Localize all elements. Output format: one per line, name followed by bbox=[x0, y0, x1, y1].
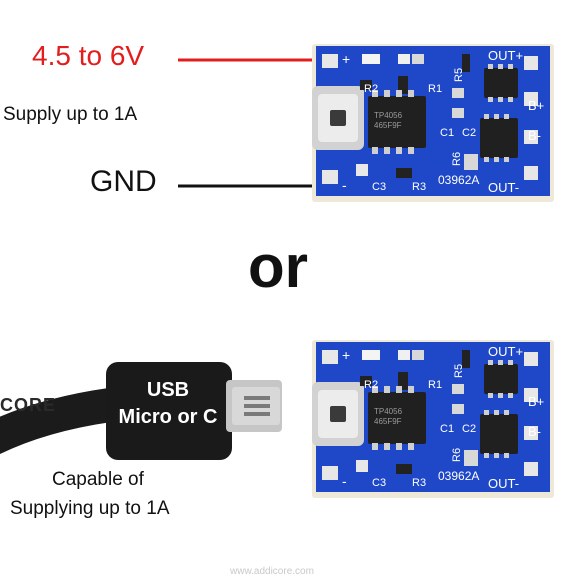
r3-label: R3 bbox=[412, 477, 426, 489]
chip-marking-2: 465F9F bbox=[374, 121, 402, 130]
out-minus-label: OUT- bbox=[488, 476, 519, 491]
c1-label: C1 bbox=[440, 423, 454, 435]
out-minus-label: OUT- bbox=[488, 180, 519, 195]
r5-label: R5 bbox=[453, 364, 465, 378]
r6-label: R6 bbox=[451, 448, 463, 462]
r1-label: R1 bbox=[428, 379, 442, 391]
b-minus-label: B- bbox=[528, 424, 541, 439]
usb-plug-housing bbox=[106, 362, 232, 460]
supply-note: Supply up to 1A bbox=[3, 104, 138, 125]
out-plus-label: OUT+ bbox=[488, 344, 523, 359]
r6-label: R6 bbox=[451, 152, 463, 166]
ground-label: GND bbox=[90, 165, 157, 198]
b-minus-label: B- bbox=[528, 128, 541, 143]
r1-label: R1 bbox=[428, 83, 442, 95]
voltage-label: 4.5 to 6V bbox=[32, 40, 145, 71]
part-code-label: 03962A bbox=[438, 469, 479, 483]
capability-line-2: Supplying up to 1A bbox=[10, 498, 170, 519]
r2-label: R2 bbox=[364, 379, 378, 391]
usb-plug-label-2: Micro or C bbox=[118, 406, 218, 428]
or-divider: or bbox=[248, 233, 308, 300]
b-plus-label: B+ bbox=[528, 98, 544, 113]
watermark: www.addicore.com bbox=[230, 566, 314, 577]
part-code-label: 03962A bbox=[438, 173, 479, 187]
chip-marking-2: 465F9F bbox=[374, 417, 402, 426]
b-plus-label: B+ bbox=[528, 394, 544, 409]
r2-label: R2 bbox=[364, 83, 378, 95]
c2-label: C2 bbox=[462, 423, 476, 435]
pin-plus-label: + bbox=[342, 347, 350, 363]
board-bottom-silkscreen: + - OUT+ OUT- B+ B- R2 R1 C1 C2 C3 R3 R5… bbox=[342, 344, 544, 491]
out-plus-label: OUT+ bbox=[488, 48, 523, 63]
c3-label: C3 bbox=[372, 181, 386, 193]
capability-line-1: Capable of bbox=[52, 469, 144, 490]
pin-minus-label: - bbox=[342, 177, 347, 193]
r5-label: R5 bbox=[453, 68, 465, 82]
board-top-silkscreen: + - OUT+ OUT- B+ B- R2 R1 C1 C2 C3 R3 R5… bbox=[342, 48, 544, 195]
cable-brand-text: CORE bbox=[0, 395, 57, 415]
usb-plug-label-1: USB bbox=[146, 379, 190, 401]
c2-label: C2 bbox=[462, 127, 476, 139]
chip-marking-1: TP4056 bbox=[374, 407, 403, 416]
c1-label: C1 bbox=[440, 127, 454, 139]
usb-cable bbox=[0, 362, 282, 460]
r3-label: R3 bbox=[412, 181, 426, 193]
c3-label: C3 bbox=[372, 477, 386, 489]
pin-minus-label: - bbox=[342, 473, 347, 489]
pin-plus-label: + bbox=[342, 51, 350, 67]
chip-marking-1: TP4056 bbox=[374, 111, 403, 120]
